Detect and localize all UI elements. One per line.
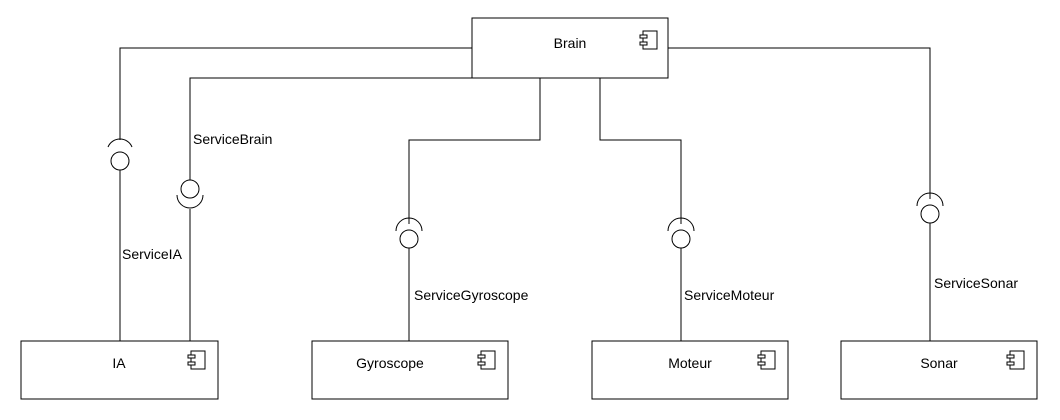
interface-label-serviceia: ServiceIA [122, 246, 183, 262]
component-brain[interactable]: Brain [471, 17, 669, 79]
interface-label-servicegyroscope: ServiceGyroscope [414, 287, 529, 303]
component-gyroscope-label: Gyroscope [356, 355, 424, 371]
connector-ia-brain [176, 77, 472, 341]
component-moteur-label: Moteur [668, 355, 712, 371]
component-icon [187, 350, 206, 370]
component-icon [757, 350, 776, 370]
component-ia-label: IA [112, 355, 126, 371]
component-sonar-label: Sonar [920, 355, 958, 371]
connector-brain-ia [107, 47, 472, 341]
component-sonar[interactable]: Sonar [840, 340, 1038, 400]
component-moteur[interactable]: Moteur [591, 340, 789, 400]
component-icon [639, 30, 658, 50]
component-ia[interactable]: IA [20, 340, 219, 400]
connector-brain-moteur [599, 78, 695, 341]
connector-brain-sonar [668, 47, 944, 341]
component-icon [1006, 350, 1025, 370]
component-icon [477, 350, 496, 370]
connector-brain-gyroscope [395, 78, 541, 341]
component-brain-label: Brain [554, 35, 587, 51]
component-gyroscope[interactable]: Gyroscope [311, 340, 509, 400]
interface-label-servicesonar: ServiceSonar [934, 275, 1018, 291]
interface-label-servicemoteur: ServiceMoteur [684, 287, 775, 303]
interface-label-servicebrain: ServiceBrain [193, 131, 272, 147]
